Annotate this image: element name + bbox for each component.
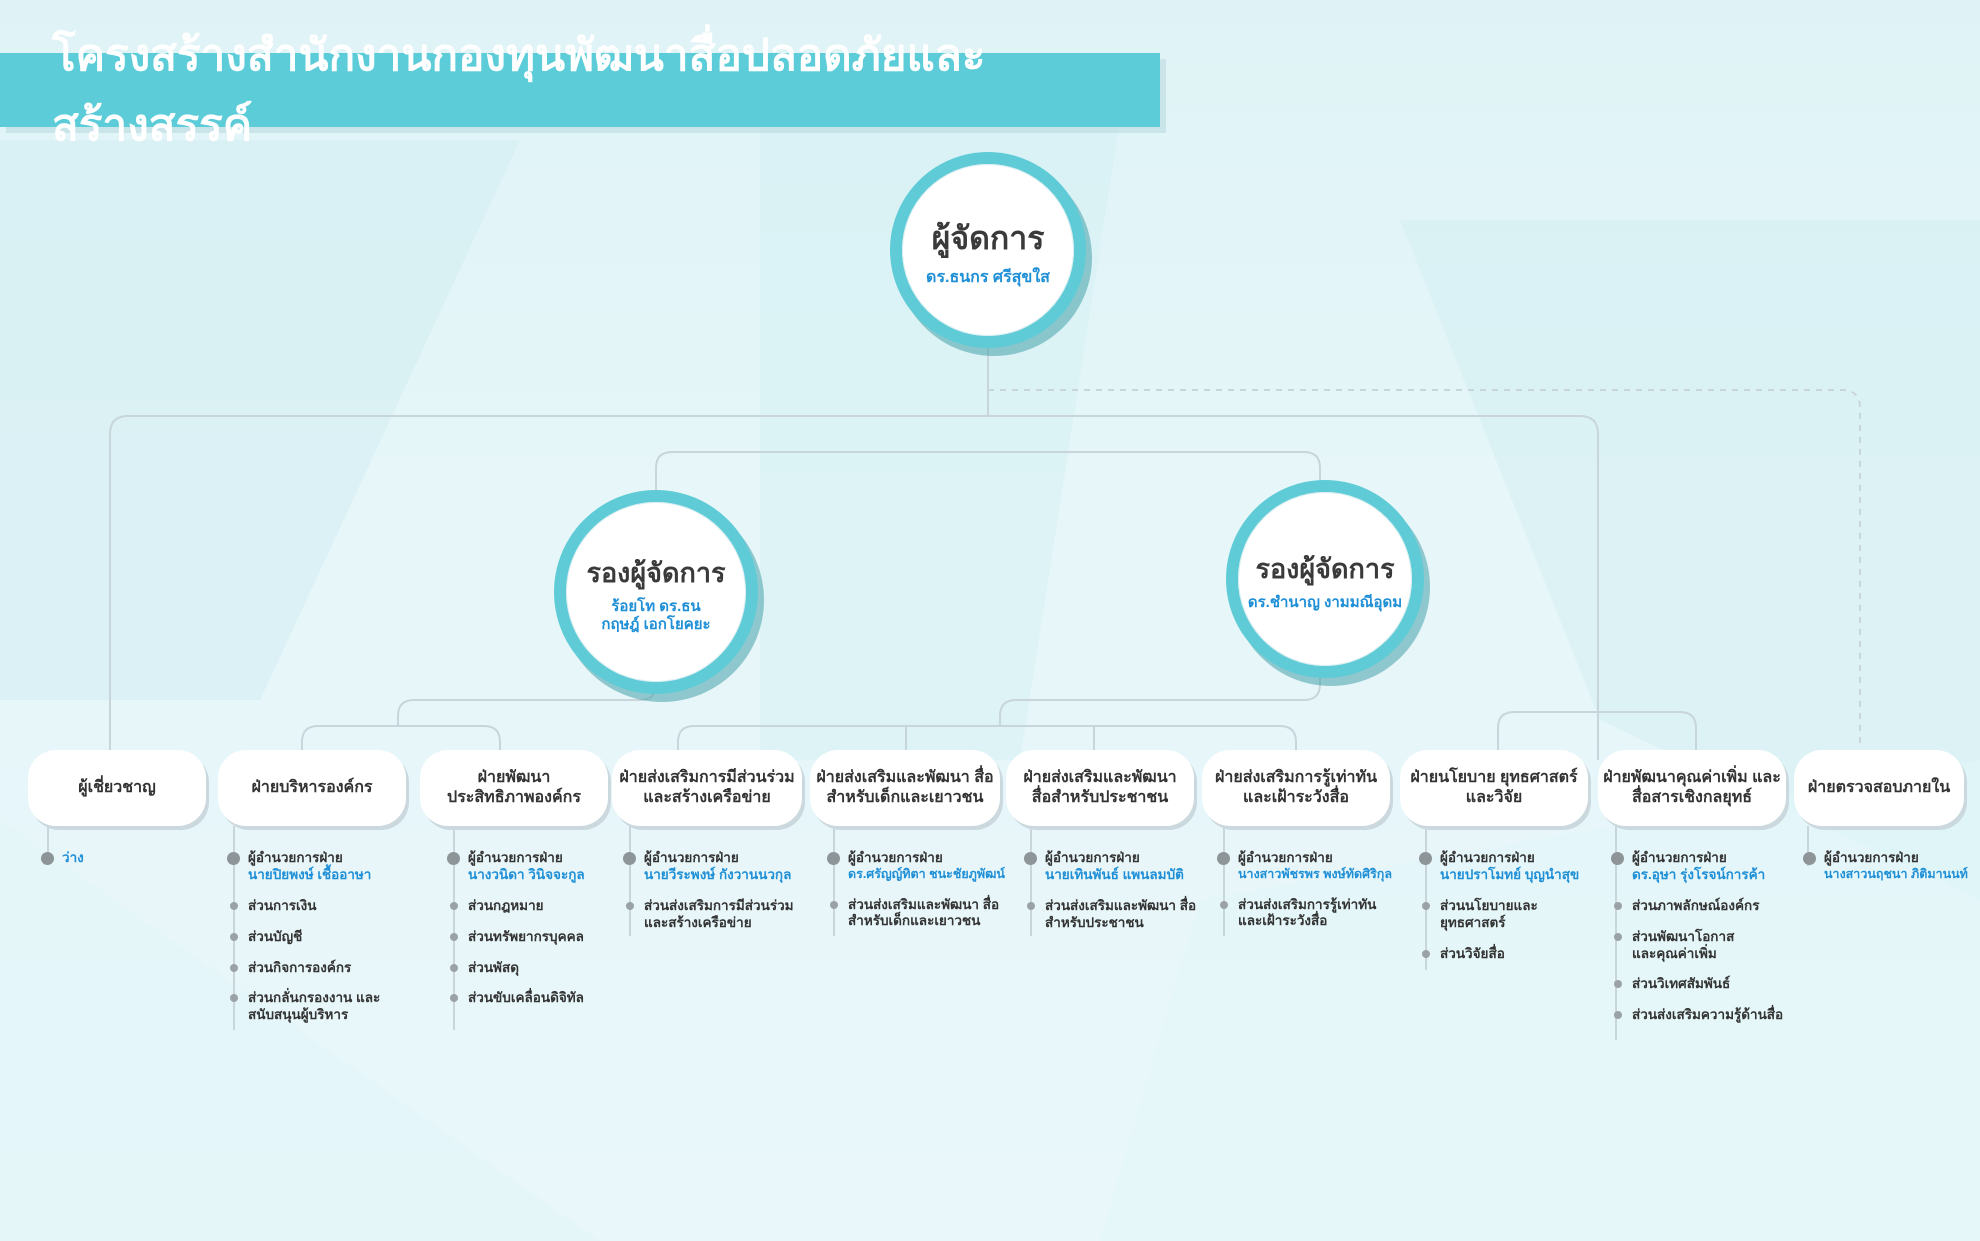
deputy-1-role: รองผู้จัดการ — [586, 557, 726, 588]
deputy-1-name: ร้อยโท ดร.ธนกฤษฎ์ เอกโยคยะ — [601, 597, 711, 633]
head-label: ผู้อำนวยการฝ่าย — [1238, 850, 1333, 865]
head-name: นายเทินพันธ์ แพนลมบัติ — [1045, 866, 1184, 882]
head-label: ผู้อำนวยการฝ่าย — [644, 850, 739, 865]
head-name: ดร.ศรัญญ์ทิตา ชนะชัยภูพัฒน์ — [848, 866, 1005, 881]
list-head: ว่าง — [41, 850, 194, 867]
list-head: ผู้อำนวยการฝ่ายนายเทินพันธ์ แพนลมบัติ — [1024, 850, 1207, 884]
list-item: ส่วนวิจัยสื่อ — [1422, 946, 1597, 963]
dept-list-media-literacy: ผู้อำนวยการฝ่ายนางสาวพัชรพร พงษ์ทัดศิริก… — [1217, 850, 1405, 931]
dept-list-public-media: ผู้อำนวยการฝ่ายนายเทินพันธ์ แพนลมบัติ ส่… — [1024, 850, 1207, 932]
dept-box-participation: ฝ่ายส่งเสริมการมีส่วนร่วม และสร้างเครือข… — [612, 750, 802, 826]
dept-box-youth-media: ฝ่ายส่งเสริมและพัฒนา สื่อสำหรับเด็กและเย… — [810, 750, 1000, 826]
list-head: ผู้อำนวยการฝ่ายนางสาวนฤชนา ภิติมานนท์ — [1803, 850, 1976, 883]
list-item: ส่วนส่งเสริมการมีส่วนร่วม และสร้างเครือข… — [626, 898, 809, 932]
deputy-2-role: รองผู้จัดการ — [1255, 553, 1395, 584]
list-head: ผู้อำนวยการฝ่ายนายวีระพงษ์ กังวานนวกุล — [623, 850, 811, 884]
head-name: นายปิยพงษ์ เชื้ออาษา — [248, 866, 372, 882]
dept-list-administration: ผู้อำนวยการฝ่ายนายปิยพงษ์ เชื้ออาษา ส่วน… — [227, 850, 415, 1024]
title-bar: โครงสร้างสำนักงานกองทุนพัฒนาสื่อปลอดภัยแ… — [0, 31, 1160, 150]
dept-box-expert: ผู้เชี่ยวชาญ — [28, 750, 206, 826]
head-label: ผู้อำนวยการฝ่าย — [1632, 850, 1727, 865]
page-title: โครงสร้างสำนักงานกองทุนพัฒนาสื่อปลอดภัยแ… — [52, 31, 986, 150]
head-name: ดร.อุษา รุ่งโรจน์การค้า — [1632, 866, 1766, 882]
list-item: ส่วนส่งเสริมความรู้ด้านสื่อ — [1614, 1007, 1799, 1024]
list-item: ส่วนส่งเสริมการรู้เท่าทัน และเฝ้าระวังสื… — [1220, 897, 1398, 931]
head-label: ผู้อำนวยการฝ่าย — [1824, 850, 1919, 865]
dept-list-policy: ผู้อำนวยการฝ่ายนายปราโมทย์ บุญนำสุข ส่วน… — [1419, 850, 1597, 963]
list-head: ผู้อำนวยการฝ่ายนางวนิดา วินิจจะกูล — [447, 850, 620, 884]
list-item: ส่วนวิเทศสัมพันธ์ — [1614, 976, 1799, 993]
dept-box-media-literacy: ฝ่ายส่งเสริมการรู้เท่าทัน และเฝ้าระวังสื… — [1202, 750, 1390, 826]
head-label: ผู้อำนวยการฝ่าย — [468, 850, 563, 865]
head-name: ว่าง — [62, 850, 84, 865]
manager-name: ดร.ธนกร ศรีสุขใส — [926, 268, 1050, 286]
head-label: ผู้อำนวยการฝ่าย — [248, 850, 343, 865]
head-name: นายวีระพงษ์ กังวานนวกุล — [644, 866, 792, 882]
head-name: นางวนิดา วินิจจะกูล — [468, 866, 585, 882]
head-name: นางสาวนฤชนา ภิติมานนท์ — [1824, 866, 1968, 881]
head-label: ผู้อำนวยการฝ่าย — [1045, 850, 1140, 865]
list-head: ผู้อำนวยการฝ่ายนายปิยพงษ์ เชื้ออาษา — [227, 850, 415, 884]
list-item: ส่วนบัญชี — [230, 929, 415, 946]
dept-list-value-added: ผู้อำนวยการฝ่ายดร.อุษา รุ่งโรจน์การค้า ส… — [1611, 850, 1799, 1024]
dept-box-internal-audit: ฝ่ายตรวจสอบภายใน — [1794, 750, 1964, 826]
list-head: ผู้อำนวยการฝ่ายนายปราโมทย์ บุญนำสุข — [1419, 850, 1597, 884]
list-item: ส่วนการเงิน — [230, 898, 415, 915]
list-item: ส่วนกิจการองค์กร — [230, 960, 415, 977]
dept-list-youth-media: ผู้อำนวยการฝ่ายดร.ศรัญญ์ทิตา ชนะชัยภูพัฒ… — [827, 850, 1010, 931]
list-item: ส่วนกลั่นกรองงาน และสนับสนุนผู้บริหาร — [230, 990, 388, 1024]
dept-box-administration: ฝ่ายบริหารองค์กร — [218, 750, 406, 826]
dept-list-internal-audit: ผู้อำนวยการฝ่ายนางสาวนฤชนา ภิติมานนท์ — [1803, 850, 1976, 883]
dept-list-org-efficiency: ผู้อำนวยการฝ่ายนางวนิดา วินิจจะกูล ส่วนก… — [447, 850, 620, 1007]
dept-list-participation: ผู้อำนวยการฝ่ายนายวีระพงษ์ กังวานนวกุล ส… — [623, 850, 811, 932]
head-name: นายปราโมทย์ บุญนำสุข — [1440, 866, 1580, 882]
head-label: ผู้อำนวยการฝ่าย — [848, 850, 943, 865]
list-item: ส่วนส่งเสริมและพัฒนา สื่อสำหรับประชาชน — [1027, 898, 1200, 932]
deputy-2-name: ดร.ชำนาญ งามมณีอุดม — [1247, 593, 1403, 611]
dept-box-value-added: ฝ่ายพัฒนาคุณค่าเพิ่ม และสื่อสารเชิงกลยุท… — [1598, 750, 1786, 826]
list-item: ส่วนภาพลักษณ์องค์กร — [1614, 898, 1799, 915]
deputy-circle-1: รองผู้จัดการ ร้อยโท ดร.ธนกฤษฎ์ เอกโยคยะ — [554, 490, 758, 694]
list-item: ส่วนพัฒนาโอกาส และคุณค่าเพิ่ม — [1614, 929, 1762, 963]
dept-box-public-media: ฝ่ายส่งเสริมและพัฒนา สื่อสำหรับประชาชน — [1006, 750, 1194, 826]
list-item: ส่วนพัสดุ — [450, 960, 620, 977]
deputy-circle-2: รองผู้จัดการ ดร.ชำนาญ งามมณีอุดม — [1226, 480, 1424, 678]
list-item: ส่วนนโยบายและ ยุทธศาสตร์ — [1422, 898, 1560, 932]
list-item: ส่วนส่งเสริมและพัฒนา สื่อสำหรับเด็กและเย… — [830, 897, 1008, 931]
manager-circle: ผู้จัดการ ดร.ธนกร ศรีสุขใส — [890, 152, 1086, 348]
head-name: นางสาวพัชรพร พงษ์ทัดศิริกุล — [1238, 866, 1393, 881]
list-item: ส่วนกฎหมาย — [450, 898, 620, 915]
list-item: ส่วนขับเคลื่อนดิจิทัล — [450, 990, 620, 1007]
dept-box-policy: ฝ่ายนโยบาย ยุทธศาสตร์ และวิจัย — [1400, 750, 1588, 826]
dept-box-org-efficiency: ฝ่ายพัฒนา ประสิทธิภาพองค์กร — [420, 750, 608, 826]
list-item: ส่วนทรัพยากรบุคคล — [450, 929, 620, 946]
head-label: ผู้อำนวยการฝ่าย — [1440, 850, 1535, 865]
manager-role: ผู้จัดการ — [931, 219, 1045, 256]
dept-list-expert: ว่าง — [41, 850, 194, 867]
list-head: ผู้อำนวยการฝ่ายนางสาวพัชรพร พงษ์ทัดศิริก… — [1217, 850, 1405, 883]
list-head: ผู้อำนวยการฝ่ายดร.ศรัญญ์ทิตา ชนะชัยภูพัฒ… — [827, 850, 1010, 883]
list-head: ผู้อำนวยการฝ่ายดร.อุษา รุ่งโรจน์การค้า — [1611, 850, 1799, 884]
